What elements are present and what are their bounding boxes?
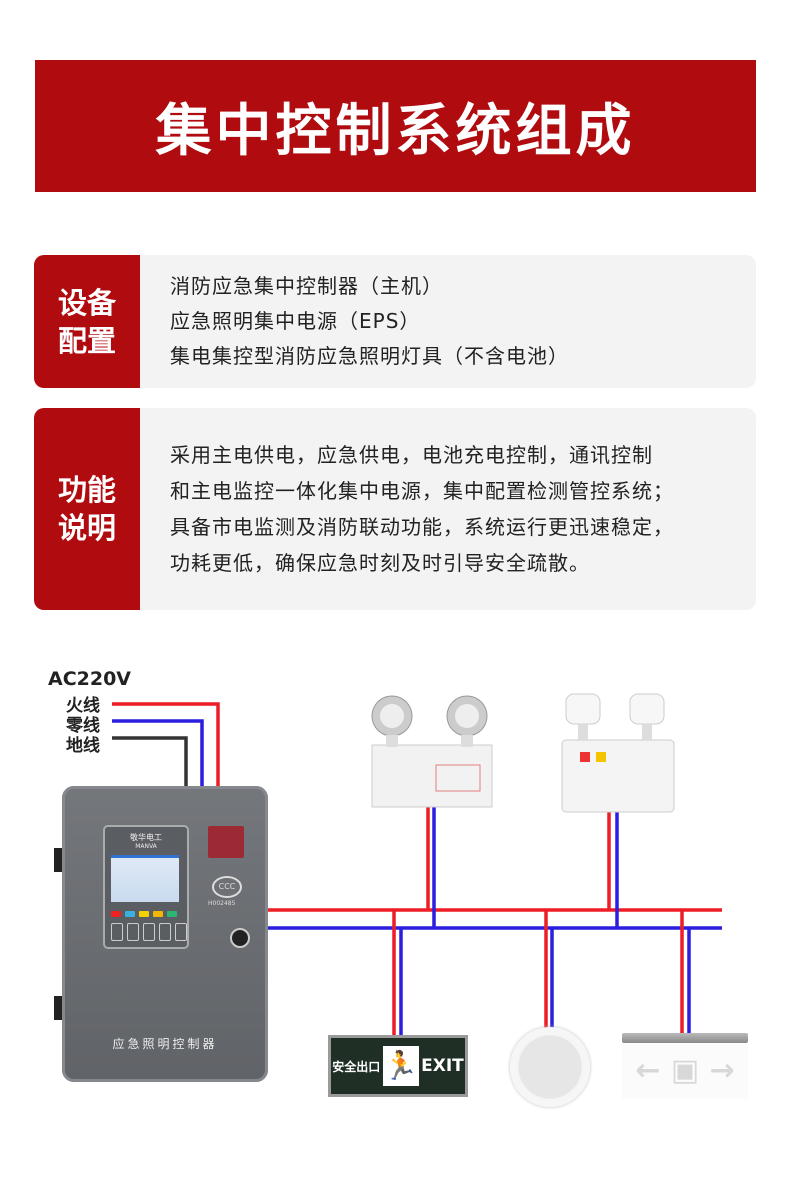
arrow-left-right-icon: ← ▣ → (622, 1043, 748, 1099)
supply-label: AC220V (48, 668, 132, 690)
live-input-wire (112, 702, 220, 790)
indicator-keys (111, 911, 177, 917)
function-card: 功能 说明 采用主电供电，应急供电，电池充电控制，通讯控制 和主电监控一体化集中… (34, 408, 756, 610)
function-tag: 功能 说明 (34, 408, 140, 610)
tag-line: 设备 (57, 285, 116, 320)
neutral-label: 零线 (66, 716, 100, 736)
twin-spot-lamp-2 (561, 693, 675, 813)
cert-code: H002485 (208, 900, 236, 907)
function-line: 采用主电供电，应急供电，电池充电控制，通讯控制 (170, 443, 653, 467)
title-banner: 集中控制系统组成 (35, 60, 756, 192)
tag-line: 功能 (57, 473, 116, 507)
function-line: 具备市电监测及消防联动功能，系统运行更迅速稳定， (170, 515, 674, 539)
tag-line: 说明 (57, 511, 116, 545)
config-tag: 设备 配置 (34, 255, 140, 388)
function-line: 和主电监控一体化集中电源，集中配置检测管控系统； (170, 479, 674, 503)
downlight (510, 1027, 590, 1107)
brand-name: 敬华电工 (130, 833, 162, 842)
lcd-screen (111, 855, 179, 902)
lock-icon (230, 928, 250, 948)
directional-exit-sign: ← ▣ → (622, 1033, 748, 1099)
ground-label: 地线 (66, 736, 100, 756)
exit-cn: 安全出口 (332, 1059, 381, 1074)
function-keys (111, 923, 187, 941)
function-line: 功耗更低，确保应急时刻及时引导安全疏散。 (170, 551, 590, 575)
config-line: 消防应急集中控制器（主机） (170, 274, 443, 298)
config-line: 应急照明集中电源（EPS） (170, 309, 421, 333)
config-line: 集电集控型消防应急照明灯具（不含电池） (170, 344, 569, 368)
controller-label: 应急照明控制器 (112, 1037, 218, 1051)
brand-en: MANVA (135, 843, 157, 850)
live-label: 火线 (66, 696, 100, 716)
page-title: 集中控制系统组成 (155, 98, 636, 164)
exit-sign: 安全出口 🏃 EXIT (328, 1035, 468, 1097)
certification-sticker (208, 826, 244, 858)
ground-input-wire (112, 736, 188, 790)
config-card: 设备 配置 消防应急集中控制器（主机） 应急照明集中电源（EPS） 集电集控型消… (34, 255, 756, 388)
hinge (54, 848, 62, 872)
exit-en: EXIT (421, 1056, 464, 1076)
hinge (54, 996, 62, 1020)
twin-spot-lamp-1 (371, 695, 493, 808)
tag-line: 配置 (57, 323, 116, 358)
running-man-icon: 🏃 (382, 1046, 419, 1086)
neutral-input-wire (112, 719, 204, 790)
ccc-mark: CCC (212, 876, 242, 898)
